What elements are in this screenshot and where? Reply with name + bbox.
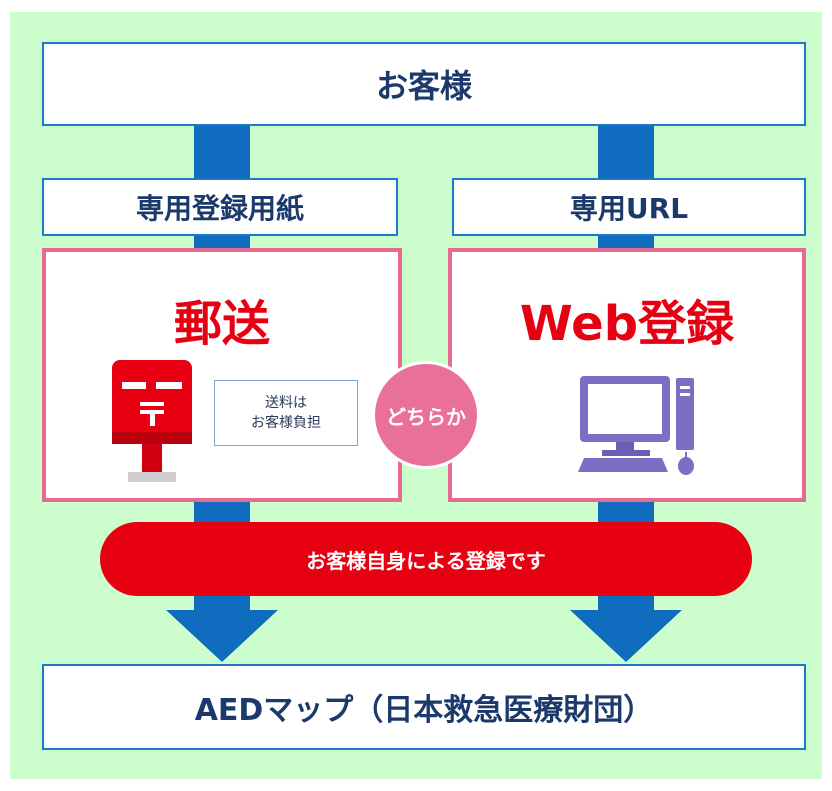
arrow-left-upper xyxy=(194,124,250,180)
customer-box: お客様 xyxy=(42,42,806,126)
self-registration-banner: お客様自身による登録です xyxy=(100,522,752,596)
arrowhead-left xyxy=(166,610,278,662)
mail-title: 郵送 xyxy=(173,296,270,352)
mail-option-box: 郵送 送料は お客様負担 xyxy=(42,248,402,502)
right-header-label: 専用URL xyxy=(569,192,689,225)
arrowhead-right xyxy=(570,610,682,662)
web-option-box: Web登録 xyxy=(448,248,806,502)
aed-map-box: AEDマップ（日本救急医療財団） xyxy=(42,664,806,750)
left-header-label: 専用登録用紙 xyxy=(135,192,304,225)
self-registration-label: お客様自身による登録です xyxy=(306,548,546,573)
aed-map-label: AEDマップ（日本救急医療財団） xyxy=(194,693,654,728)
web-title: Web登録 xyxy=(519,296,735,352)
customer-label: お客様 xyxy=(375,67,472,105)
arrow-right-upper xyxy=(598,124,654,180)
postage-note: 送料は お客様負担 xyxy=(214,380,358,446)
either-label: どちらか xyxy=(386,404,466,429)
postage-note-line1: 送料は xyxy=(265,395,307,411)
postage-note-line2: お客様負担 xyxy=(251,415,321,431)
either-badge: どちらか xyxy=(372,361,480,469)
left-header-box: 専用登録用紙 xyxy=(42,178,398,236)
postbox-icon xyxy=(112,360,192,482)
right-header-box: 専用URL xyxy=(452,178,806,236)
desktop-computer-icon xyxy=(578,376,694,475)
